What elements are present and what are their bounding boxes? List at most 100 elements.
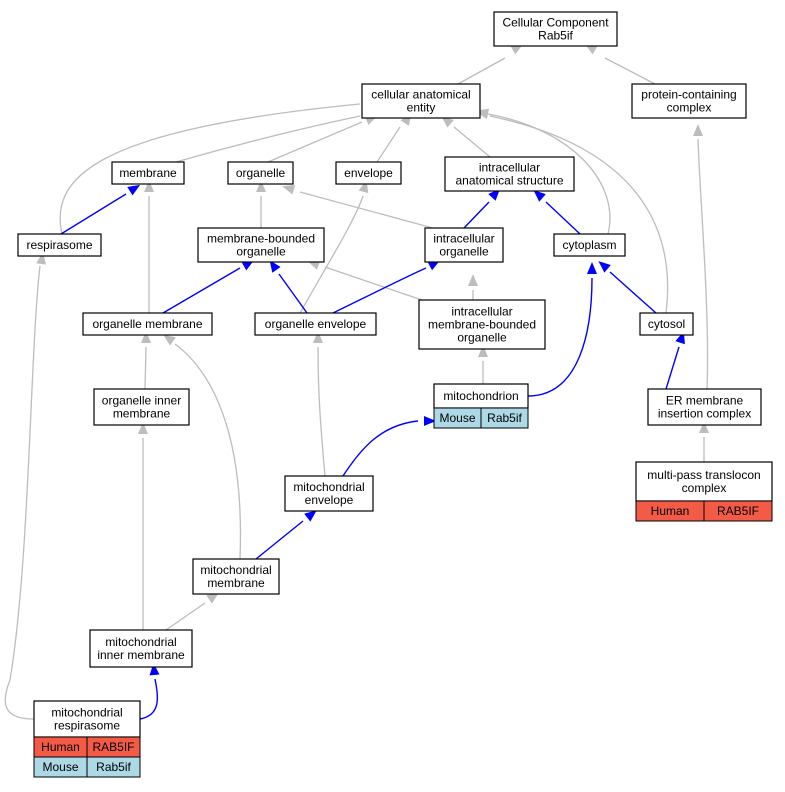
arrowhead-gray-12	[307, 260, 321, 270]
node-label-line: intracellular	[479, 161, 540, 175]
edge-gray-7	[489, 115, 669, 314]
node-label-line: mitochondrial	[51, 706, 122, 720]
arrowhead-gray-20	[206, 592, 219, 604]
node-label-line: mitochondrial	[293, 480, 364, 494]
node-box	[639, 312, 694, 336]
edge-blue-29	[545, 201, 581, 235]
node-label-line: organelle	[236, 166, 286, 180]
annotation-species-label: Mouse	[439, 411, 475, 425]
edge-gray-18	[174, 343, 242, 560]
annotation-gene-cell	[480, 407, 529, 429]
node-box	[254, 312, 377, 336]
arrowhead-blue-29	[533, 190, 546, 202]
edge-gray-21	[4, 265, 41, 720]
edge-gray-4	[376, 126, 401, 163]
edge-blue-26	[278, 273, 308, 314]
node-organelle[interactable]: organelle	[227, 161, 294, 185]
node-membrane[interactable]: membrane	[111, 161, 185, 185]
arrowhead-gray-5	[441, 116, 454, 128]
node-envelope[interactable]: envelope	[335, 161, 402, 185]
arrowhead-blue-31	[587, 262, 597, 274]
node-label-line: Cellular Component	[502, 16, 609, 30]
arrowhead-gray-22	[693, 124, 703, 136]
node-label-line: ER membrane	[666, 394, 744, 408]
arrowhead-blue-32	[424, 416, 436, 426]
node-label-line: inner membrane	[97, 648, 185, 662]
node-label-line: envelope	[305, 493, 354, 507]
arrowhead-blue-27	[427, 260, 441, 271]
node-label-line: membrane	[207, 576, 265, 590]
node-box	[444, 156, 575, 192]
annotation-gene-label: RAB5IF	[92, 740, 134, 754]
annotation-gene-label: Rab5if	[487, 411, 522, 425]
node-label-line: membrane	[113, 407, 171, 421]
node-label-line: organelle	[439, 245, 489, 259]
node-label-line: organelle envelope	[265, 317, 367, 331]
node-label-line: entity	[407, 101, 436, 115]
node-box	[635, 461, 773, 502]
arrowhead-blue-30	[598, 261, 611, 273]
node-box	[424, 227, 504, 263]
node-label-line: multi-pass translocon	[647, 468, 760, 482]
node-box	[493, 11, 618, 47]
arrowhead-blue-34	[149, 663, 160, 676]
arrowhead-gray-23	[699, 421, 709, 433]
edge-gray-16	[299, 195, 364, 314]
node-cytoplasm[interactable]: cytoplasm	[553, 233, 626, 257]
edge-gray-20	[165, 602, 206, 631]
arrowhead-blue-24	[127, 184, 141, 196]
node-label-line: mitochondrion	[443, 389, 518, 403]
edge-blue-32	[342, 420, 419, 477]
annotation-species-label: Human	[651, 504, 690, 518]
node-organelle-envelope[interactable]: organelle envelope	[254, 312, 377, 336]
edge-gray-12	[324, 266, 423, 301]
node-label-line: organelle membrane	[92, 317, 202, 331]
edges-layer	[4, 44, 709, 720]
node-box	[227, 161, 294, 185]
node-label-line: organelle inner	[102, 394, 181, 408]
node-box	[192, 558, 280, 595]
edge-gray-17	[144, 346, 147, 390]
node-box	[82, 312, 213, 336]
edge-blue-31	[527, 277, 593, 397]
node-label-line: mitochondrial	[200, 563, 271, 577]
node-label-line: cytoplasm	[562, 238, 616, 252]
node-label-line: Rab5if	[538, 29, 573, 43]
node-label-line: insertion complex	[658, 407, 751, 421]
node-box	[553, 233, 626, 257]
edge-gray-11	[299, 191, 441, 231]
node-label-line: organelle	[236, 245, 286, 259]
node-label-line: intracellular	[451, 305, 512, 319]
edge-blue-35	[665, 346, 680, 390]
arrowhead-blue-28	[488, 188, 501, 201]
node-label-line: cytosol	[648, 317, 685, 331]
edge-gray-6	[487, 113, 611, 235]
node-box	[111, 161, 185, 185]
node-label-line: complex	[667, 101, 712, 115]
edge-gray-8	[59, 103, 361, 235]
node-label-line: mitochondrial	[105, 635, 176, 649]
node-label-line: protein-containing	[641, 88, 736, 102]
node-organelle-membrane[interactable]: organelle membrane	[82, 312, 213, 336]
arrowhead-gray-11	[282, 184, 296, 195]
node-cytosol[interactable]: cytosol	[639, 312, 694, 336]
node-label-line: cellular anatomical	[371, 88, 470, 102]
node-respirasome[interactable]: respirasome	[17, 233, 102, 257]
